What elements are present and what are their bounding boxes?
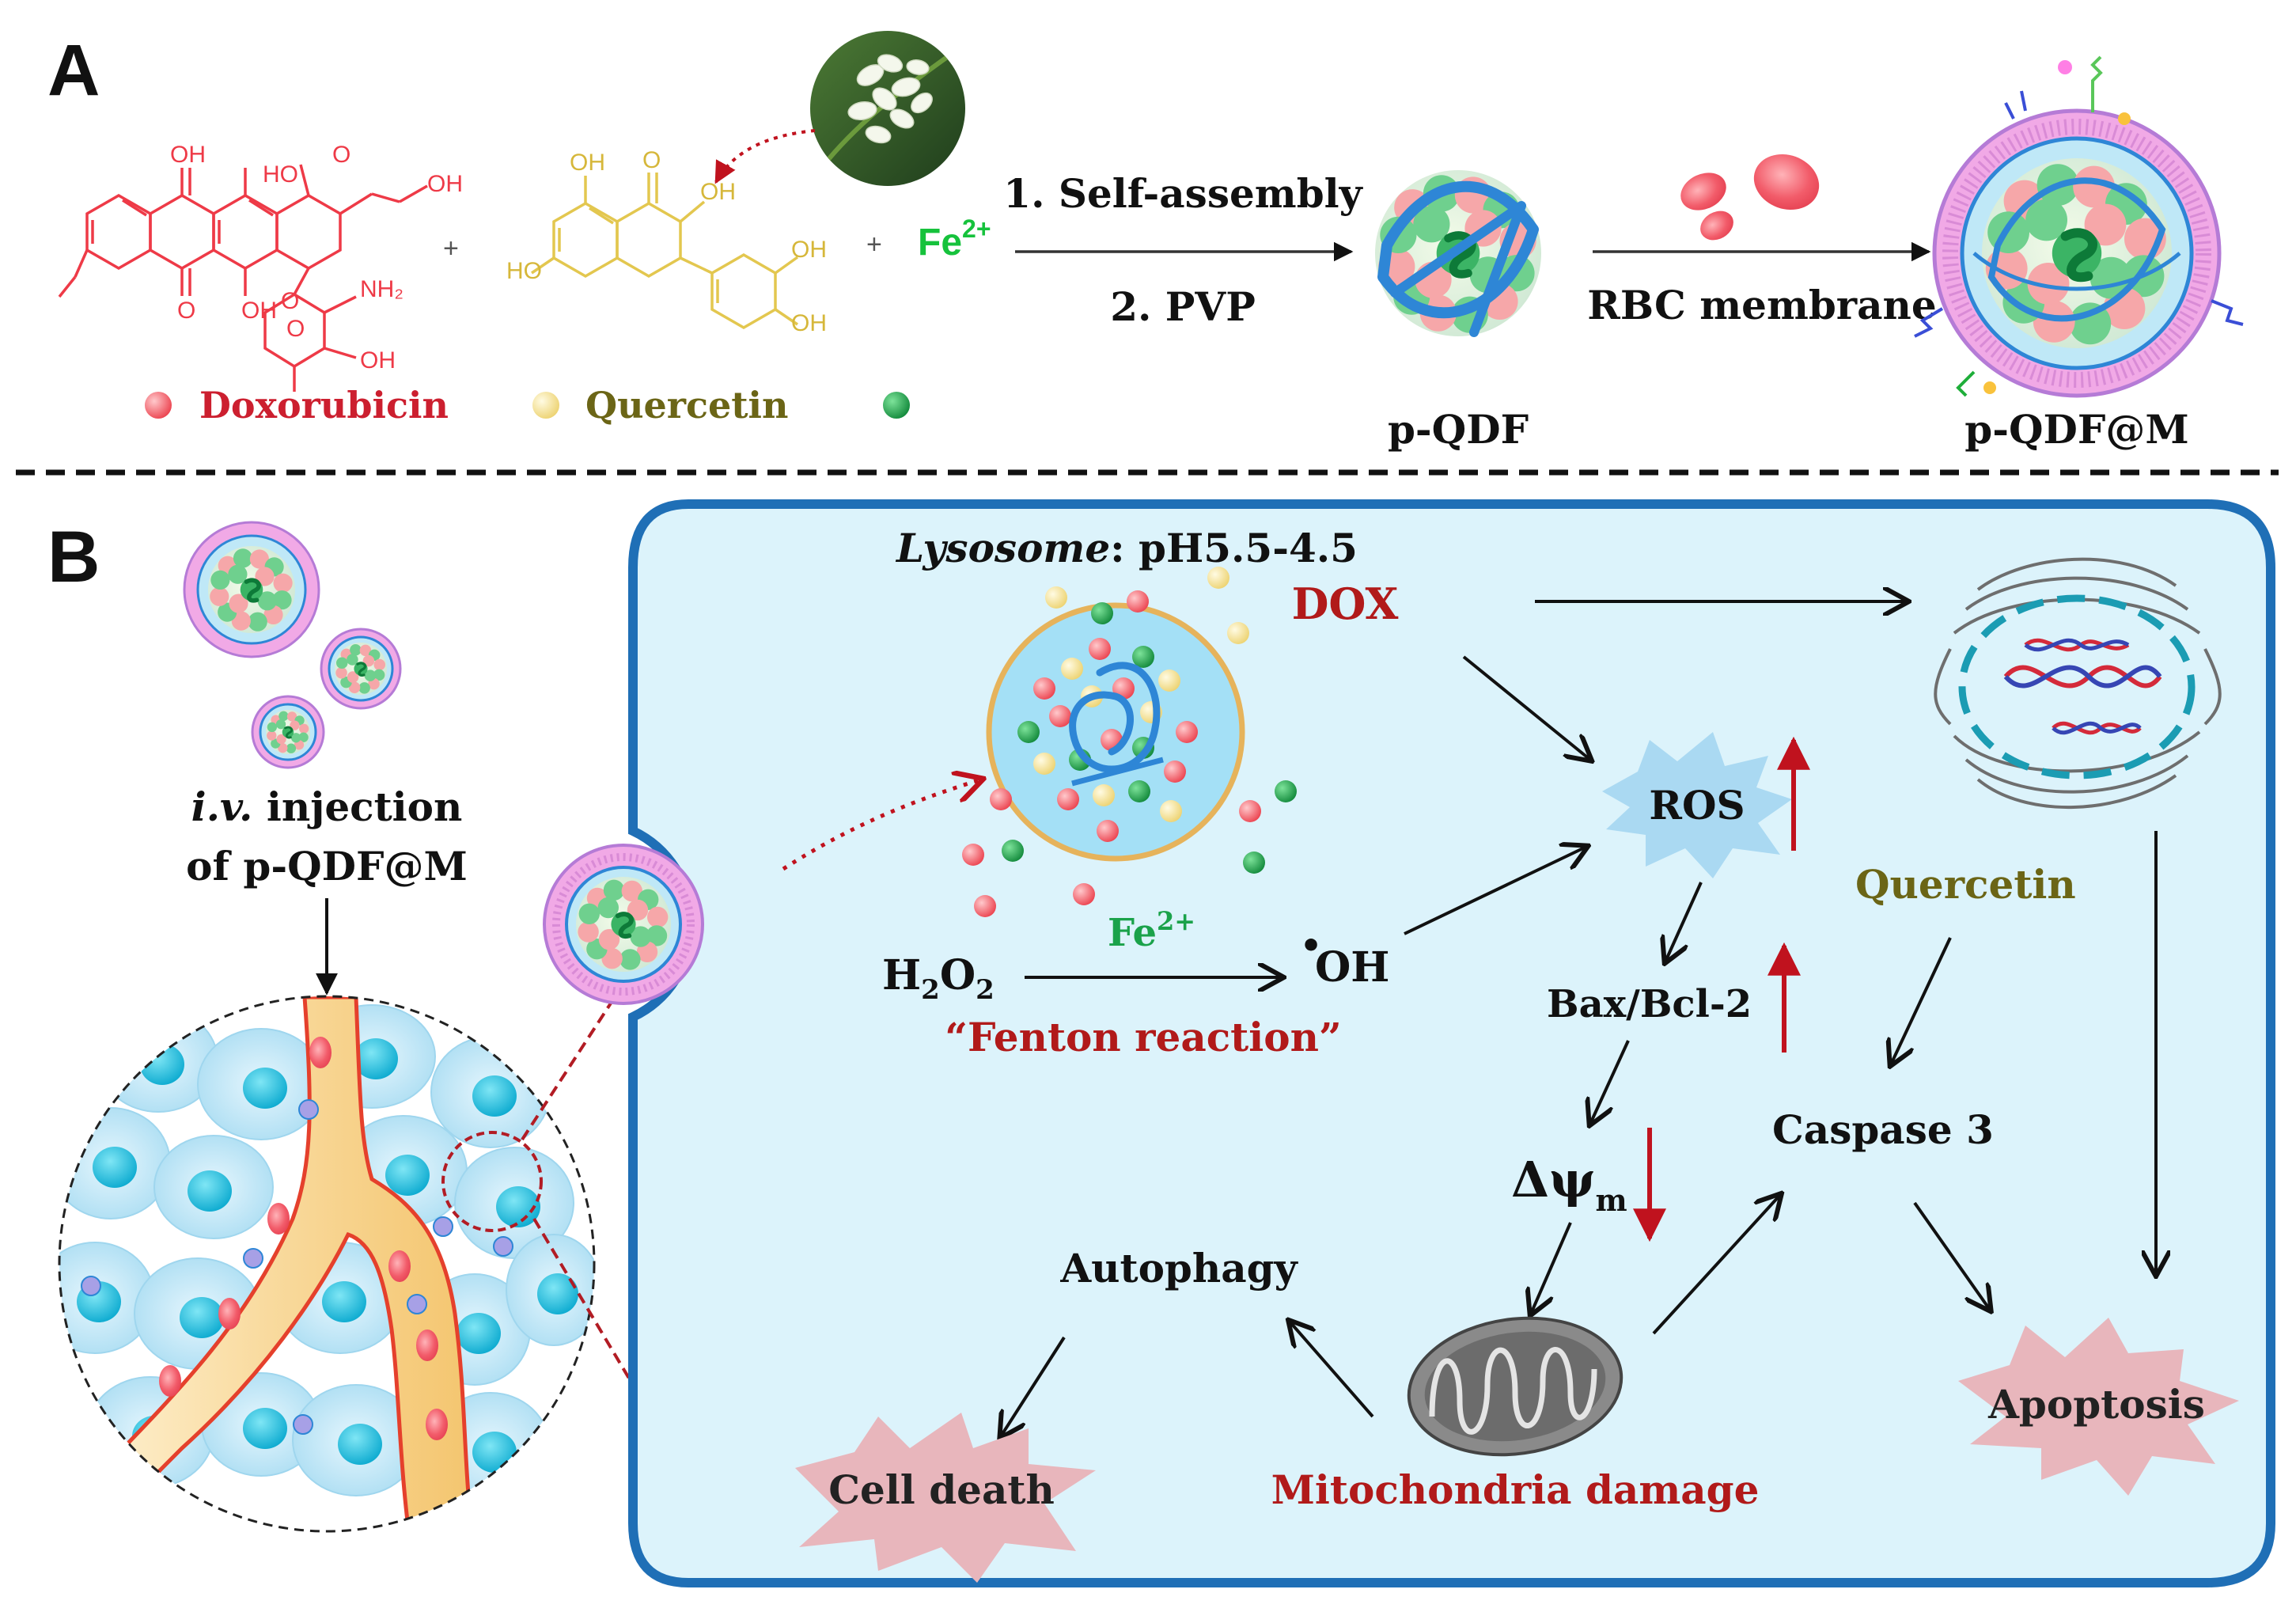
lysosome-italic: Lysosome [895, 525, 1110, 571]
p-qdf-label: p-QDF [1388, 406, 1529, 453]
caspase-to-apoptosis-arrow [1913, 1201, 1990, 1310]
panel-a-label: A [47, 30, 100, 111]
fe-ion-label-b: Fe2+ [1108, 906, 1195, 955]
atom-label: HO [506, 258, 542, 284]
fe-dot [883, 392, 910, 419]
ros-to-bax-arrow [1665, 882, 1703, 962]
panel-b-label: B [47, 517, 100, 597]
quercetin-label-b: Quercetin [1855, 861, 2076, 908]
h2o2-label: H2O2 [882, 951, 995, 1006]
mito-to-autophagy-arrow [1290, 1322, 1374, 1418]
lysosome-label: Lysosome: pH5.5-4.5 [895, 525, 1358, 571]
zoom-line [521, 980, 627, 1141]
h2o2-o: O [940, 951, 976, 999]
atom-label: OH [170, 142, 206, 168]
atom-label: O [642, 147, 661, 173]
doxorubicin-atom-labels: OH HO O OH O OH O NH₂ O OH [170, 142, 463, 374]
plus-sign: + [443, 233, 459, 264]
cell-death-label: Cell death [828, 1466, 1055, 1513]
bax-bcl2-label: Bax/Bcl-2 [1547, 982, 1752, 1026]
autophagy-to-death-arrow [1001, 1336, 1066, 1436]
released-drugs-outside [962, 567, 1297, 917]
cell-death-burst-shape [795, 1413, 1096, 1583]
atom-label: OH [241, 298, 277, 324]
fe-charge: 2+ [1157, 906, 1195, 936]
apoptosis-burst-shape [1958, 1318, 2239, 1496]
iv-rest: injection [252, 783, 462, 830]
mitochondria-icon [1407, 1316, 1623, 1457]
quercetin-dot [532, 392, 559, 419]
doxorubicin-dot [145, 392, 172, 419]
lysosome [962, 567, 1297, 917]
delta-psi: Δψ [1511, 1151, 1595, 1208]
flower-source-arrow [714, 129, 816, 184]
endocytosed-particle [543, 844, 704, 1005]
fe-symbol: Fe [1108, 911, 1157, 955]
dox-to-ros-arrow [1462, 655, 1590, 760]
flower-photo [810, 31, 965, 186]
atom-label: OH [427, 171, 463, 197]
atom-label: HO [263, 161, 298, 188]
atom-label: OH [570, 150, 605, 176]
step1-label: 1. Self-assembly [1003, 170, 1363, 217]
potential-to-mito-arrow [1531, 1222, 1572, 1314]
radical-dot: • [1300, 926, 1322, 966]
hydroxyl-radical-label: OH [1315, 943, 1389, 992]
tissue-vessel-illustration [58, 995, 596, 1533]
iv-injection-line2: of p-QDF@M [186, 843, 468, 889]
injected-particles [183, 521, 402, 769]
autophagy-label: Autophagy [1059, 1245, 1298, 1291]
quercetin-label: Quercetin [585, 384, 788, 427]
p-qdf-particle [1375, 170, 1541, 336]
fe-charge: 2+ [962, 214, 991, 243]
h2o2-h: H [882, 951, 921, 999]
atom-label: O [177, 298, 195, 324]
p-qdf-m-label: p-QDF@M [1964, 406, 2188, 453]
dox-label: DOX [1292, 578, 1399, 629]
p-qdf-m-particle [1914, 55, 2244, 398]
quercetin-to-caspase-arrow [1891, 937, 1952, 1064]
quercetin-structure [531, 173, 799, 330]
fe-symbol: Fe [918, 222, 962, 264]
atom-label: OH [360, 347, 396, 374]
fenton-reaction-label: “Fenton reaction” [945, 1014, 1341, 1060]
atom-label: OH [791, 310, 827, 336]
atom-label: NH₂ [360, 276, 404, 302]
iv-italic: i.v. [191, 783, 253, 830]
oh-to-ros-arrow [1404, 847, 1586, 935]
atom-label: O [332, 142, 350, 168]
zoom-circle [441, 1131, 543, 1232]
doxorubicin-label: Doxorubicin [199, 384, 449, 427]
lysosome-rest: : pH5.5-4.5 [1110, 525, 1358, 571]
iv-injection-label: i.v. injection [191, 783, 463, 830]
apoptosis-label: Apoptosis [1987, 1381, 2205, 1428]
rbc-membrane-label: RBC membrane [1587, 282, 1936, 328]
ros-burst-shape [1602, 732, 1792, 878]
red-blood-cell-icon [1680, 154, 1820, 241]
atom-label: OH [791, 237, 827, 263]
psi-subscript: m [1595, 1182, 1627, 1218]
step2-label: 2. PVP [1110, 283, 1256, 330]
h2o2-sub: 2 [921, 974, 940, 1006]
caspase3-label: Caspase 3 [1772, 1106, 1994, 1153]
h2o2-sub: 2 [976, 974, 995, 1006]
plus-sign: + [866, 229, 882, 260]
atom-label: O [286, 316, 305, 342]
fe-ion-label: Fe2+ [918, 214, 991, 264]
membrane-potential-label: Δψm [1511, 1151, 1627, 1218]
atom-label: OH [700, 179, 736, 205]
doxorubicin-structure [58, 164, 428, 392]
atom-label: O [281, 288, 299, 314]
nucleus-dna-icon [1934, 557, 2222, 810]
mito-to-caspase-arrow [1652, 1195, 1780, 1335]
ros-label: ROS [1649, 782, 1745, 829]
bax-to-membrane-potential-arrow [1590, 1040, 1630, 1124]
mitochondria-damage-label: Mitochondria damage [1271, 1466, 1760, 1513]
zoom-line [532, 1217, 635, 1386]
